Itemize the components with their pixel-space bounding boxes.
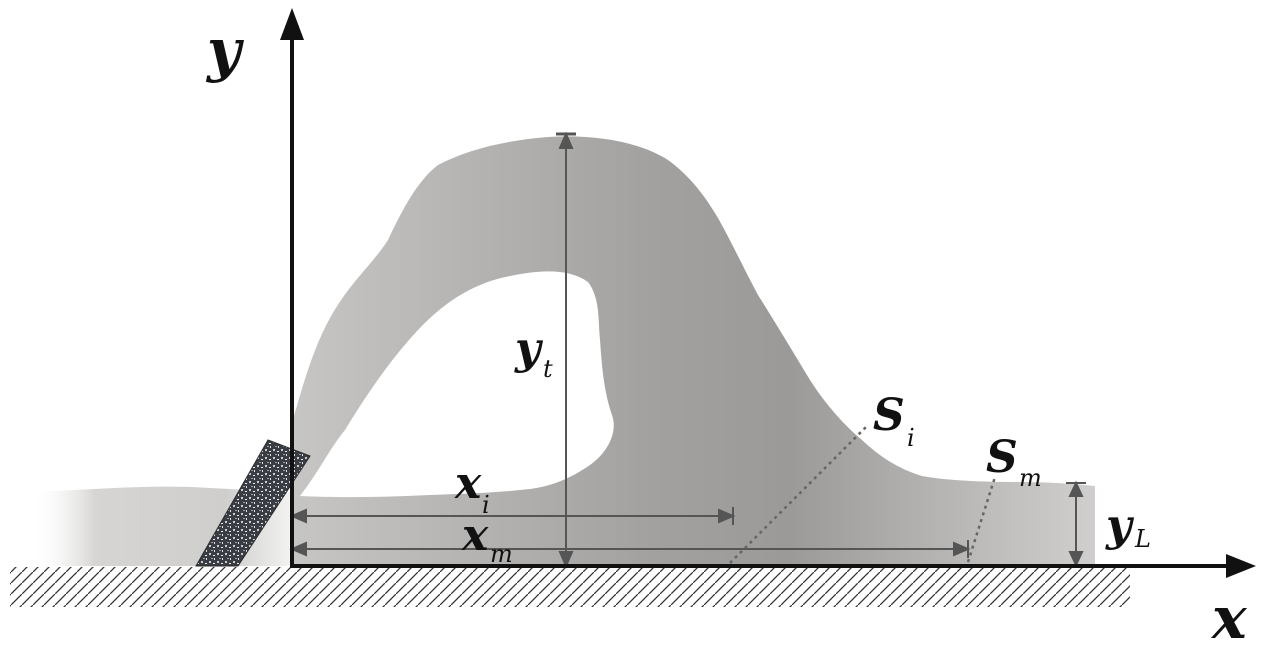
sm-label-sub: m <box>1019 464 1042 492</box>
yt-label: y <box>514 323 544 374</box>
y-axis-label: y <box>205 16 245 84</box>
x-axis-label: x <box>1210 584 1248 645</box>
xi-label: x <box>454 458 482 509</box>
si-label-sub: i <box>907 424 915 452</box>
sm-leader-line <box>966 476 997 563</box>
xm-label-sub: m <box>490 540 513 568</box>
si-label: S <box>873 390 905 441</box>
plume-cavity <box>300 271 614 498</box>
yt-label-sub: t <box>543 355 553 383</box>
dimension-xi <box>289 507 736 525</box>
si-leader-line <box>729 424 869 564</box>
xm-label: x <box>461 510 489 561</box>
xi-label-sub: i <box>482 491 490 519</box>
dimension-xm <box>289 540 971 558</box>
yl-label-sub: L <box>1134 525 1151 553</box>
yl-label: y <box>1105 500 1135 551</box>
dimension-yt <box>556 131 576 569</box>
dimension-yl <box>1066 480 1086 568</box>
y-axis <box>280 8 304 568</box>
sm-label: S <box>986 432 1018 483</box>
ground-hatch <box>10 567 1130 607</box>
x-axis <box>290 554 1256 578</box>
porous-source <box>195 439 311 567</box>
